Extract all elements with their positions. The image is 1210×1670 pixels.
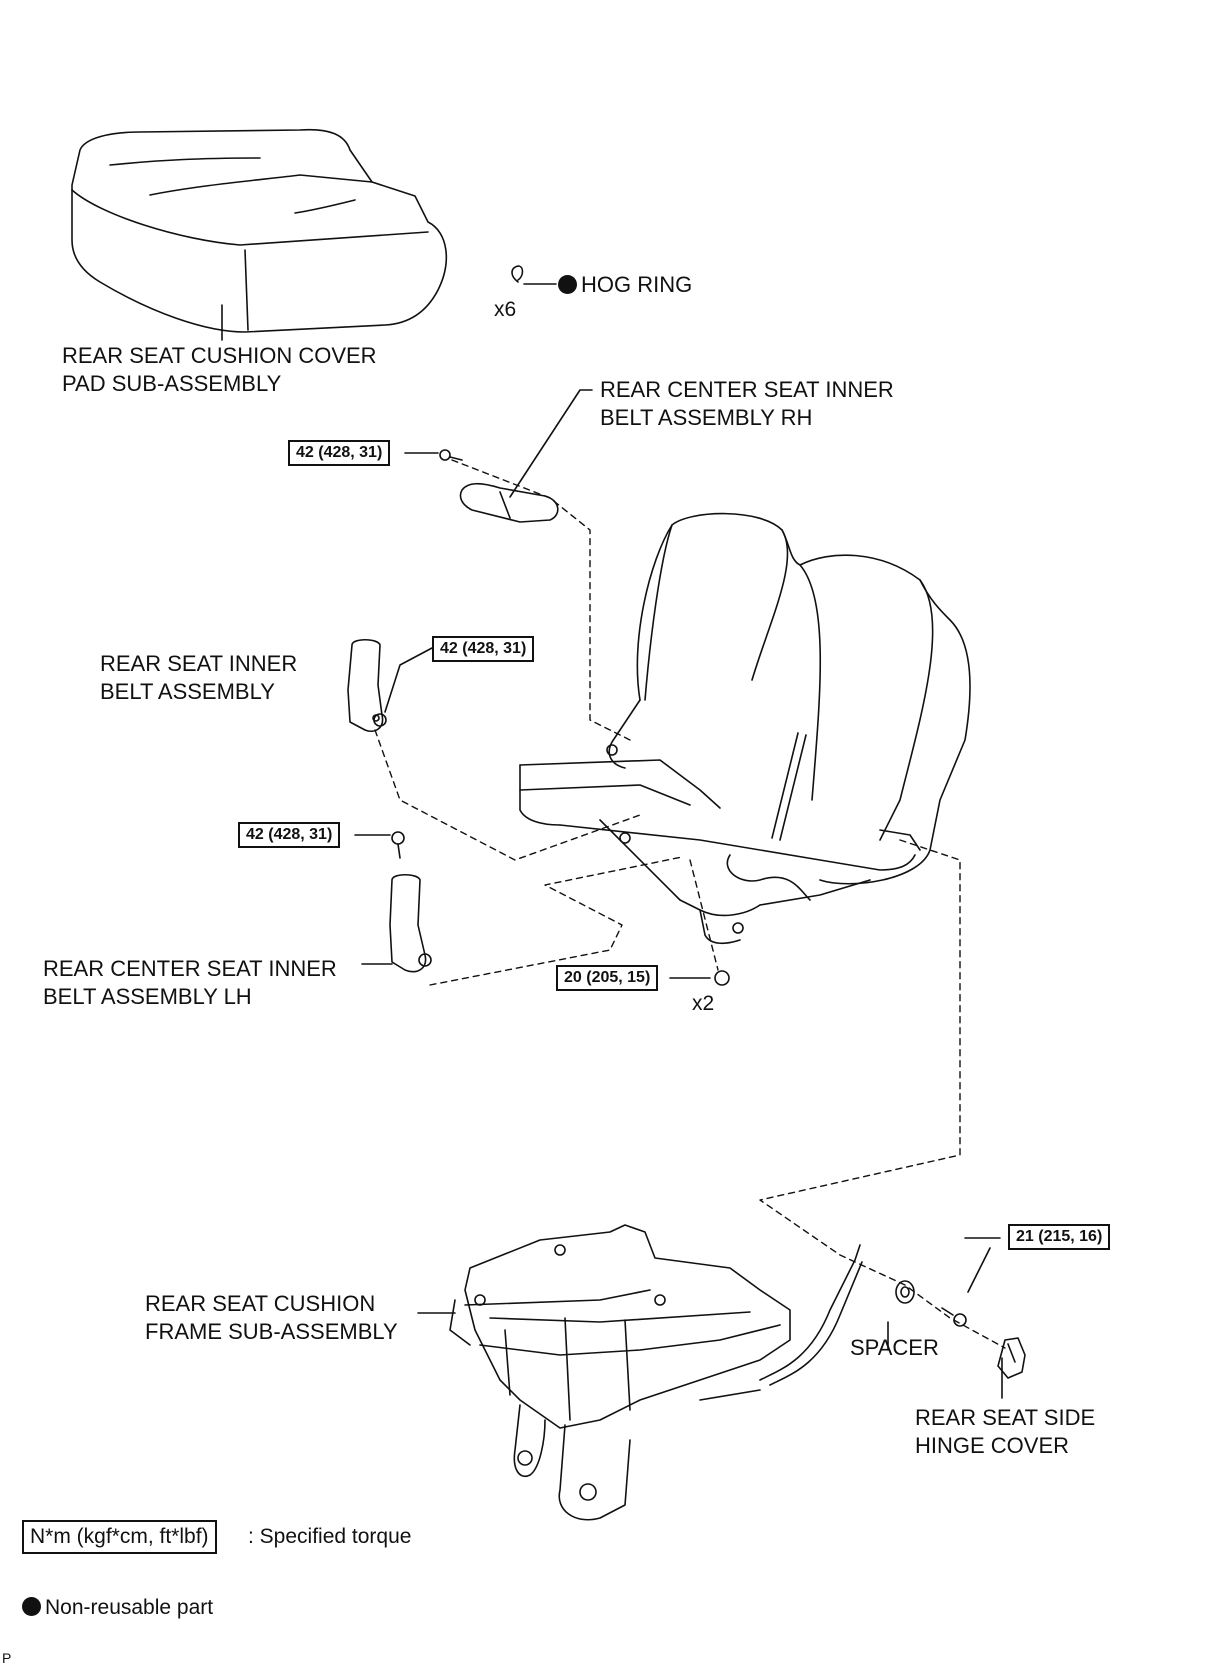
nut-quantity: x2 bbox=[692, 992, 715, 1015]
inner-belt-drawing bbox=[347, 638, 387, 732]
hog-ring-drawing bbox=[511, 265, 557, 285]
non-reusable-dot-icon bbox=[558, 275, 577, 294]
inner-belt-label: REAR SEAT INNER BELT ASSEMBLY bbox=[100, 651, 298, 704]
torque-spec-hinge-bolt: 21 (215, 16) bbox=[1008, 1224, 1111, 1250]
hinge-cover-label: REAR SEAT SIDE HINGE COVER bbox=[915, 1405, 1096, 1458]
non-reusable-dot-icon bbox=[22, 1597, 41, 1616]
cushion-frame-label: REAR SEAT CUSHION FRAME SUB-ASSEMBLY bbox=[145, 1291, 398, 1344]
rear-seat-back-drawing bbox=[519, 512, 971, 945]
hog-ring-quantity: x6 bbox=[494, 298, 517, 321]
torque-spec-lh-bolt: 42 (428, 31) bbox=[238, 822, 341, 848]
center-belt-lh-label: REAR CENTER SEAT INNER BELT ASSEMBLY LH bbox=[43, 956, 337, 1009]
center-belt-rh-label: REAR CENTER SEAT INNER BELT ASSEMBLY RH bbox=[600, 377, 894, 430]
non-reusable-legend: Non-reusable part bbox=[22, 1594, 213, 1622]
torque-spec-rh-bolt: 42 (428, 31) bbox=[288, 440, 391, 466]
center-belt-rh-drawing bbox=[439, 449, 559, 523]
torque-spec-nut: 20 (205, 15) bbox=[556, 965, 659, 991]
cushion-cover-pad-drawing bbox=[71, 128, 448, 333]
torque-units-legend-box: N*m (kgf*cm, ft*lbf) bbox=[22, 1520, 217, 1554]
torque-spec-inner-bolt: 42 (428, 31) bbox=[432, 636, 535, 662]
hog-ring-label: HOG RING bbox=[558, 271, 692, 299]
cushion-cover-label: REAR SEAT CUSHION COVER PAD SUB-ASSEMBLY bbox=[62, 343, 377, 396]
nut-drawing bbox=[714, 970, 730, 986]
center-belt-lh-drawing bbox=[389, 831, 432, 973]
spacer-label: SPACER bbox=[850, 1335, 939, 1360]
hinge-bolt-drawing bbox=[941, 1307, 967, 1327]
torque-legend-description: : Specified torque bbox=[248, 1525, 412, 1548]
footer-mark: P bbox=[2, 1650, 12, 1666]
cushion-frame-drawing bbox=[449, 1224, 863, 1521]
hinge-cover-drawing bbox=[997, 1337, 1026, 1379]
